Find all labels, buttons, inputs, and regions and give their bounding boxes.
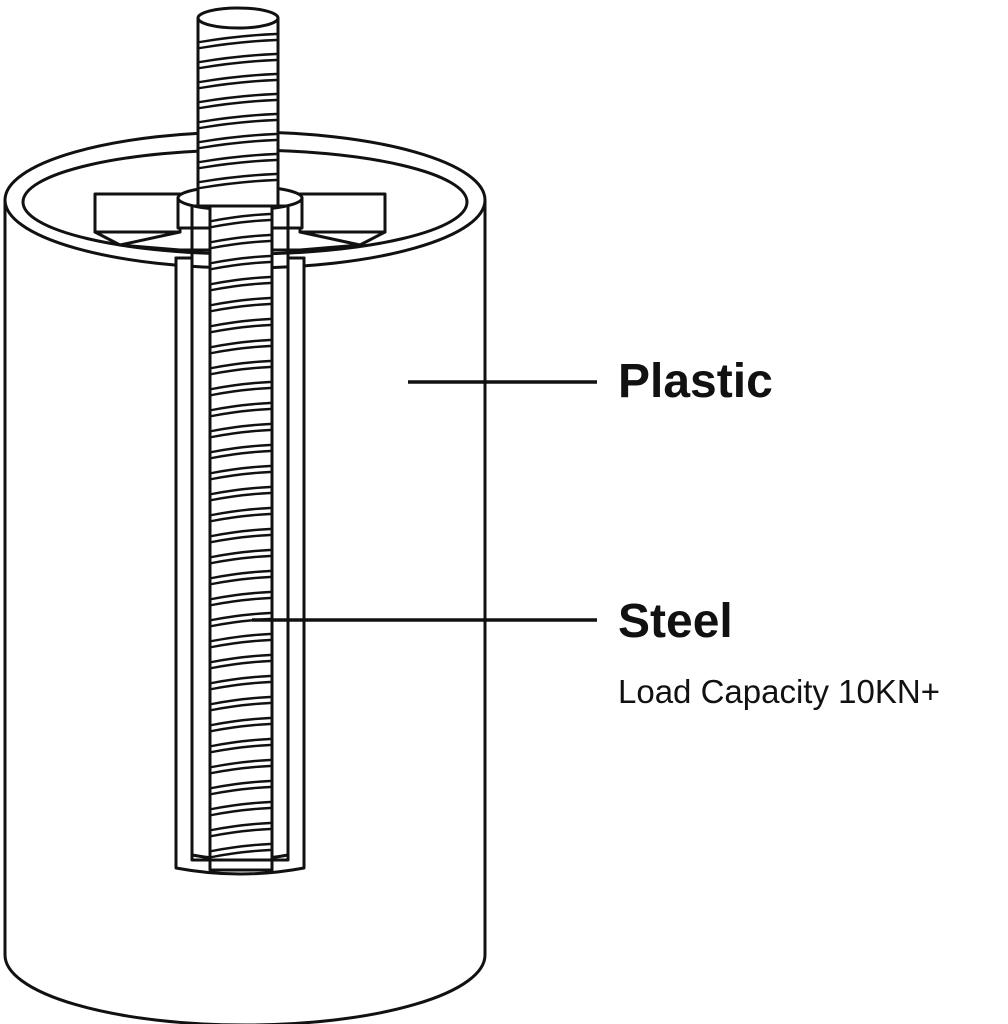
thread-line [210, 344, 272, 355]
thread-line [198, 38, 278, 50]
thread-line [210, 674, 272, 685]
thread-line [210, 281, 272, 292]
thread-line [210, 485, 272, 496]
thread-line [198, 92, 278, 104]
cylinder-outer-wall [3, 198, 487, 1024]
thread-line [210, 275, 272, 286]
thread-line [210, 785, 272, 796]
thread-line [198, 178, 278, 190]
thread-line [210, 737, 272, 748]
rib-edge-right [298, 230, 362, 247]
thread-line [210, 443, 272, 454]
thread-line [210, 611, 272, 622]
thread-line [210, 827, 272, 838]
thread-line [198, 132, 278, 144]
thread-line [210, 338, 272, 349]
thread-line [210, 743, 272, 754]
thread-line [210, 359, 272, 370]
thread-line [210, 548, 272, 559]
rod-top-end [196, 6, 280, 30]
thread-line [210, 596, 272, 607]
rib-left [93, 192, 182, 234]
thread-line [210, 659, 272, 670]
thread-line [210, 569, 272, 580]
thread-line [210, 590, 272, 601]
thread-line [198, 118, 278, 130]
thread-line [210, 722, 272, 733]
thread-line [210, 680, 272, 691]
thread-line [210, 512, 272, 523]
steel-threaded-rod [190, 6, 290, 872]
rod-sleeve-inner-wall [190, 204, 290, 862]
thread-line [210, 527, 272, 538]
thread-line [210, 695, 272, 706]
thread-line [210, 653, 272, 664]
thread-line [210, 716, 272, 727]
rod-threads-upper [198, 32, 278, 190]
internal-ribs [93, 192, 387, 252]
thread-line [210, 848, 272, 859]
thread-line [210, 386, 272, 397]
thread-line [210, 842, 272, 853]
plastic-label: Plastic [618, 355, 773, 408]
thread-line [210, 323, 272, 334]
steel-label: Steel [618, 595, 733, 648]
thread-line [210, 554, 272, 565]
thread-line [210, 632, 272, 643]
thread-line [210, 407, 272, 418]
thread-line [210, 422, 272, 433]
thread-line [210, 533, 272, 544]
thread-line [198, 72, 278, 84]
thread-line [210, 506, 272, 517]
thread-line [210, 296, 272, 307]
thread-line [210, 317, 272, 328]
thread-line [210, 428, 272, 439]
thread-line [198, 158, 278, 170]
thread-line [198, 98, 278, 110]
thread-line [198, 152, 278, 164]
thread-line [210, 779, 272, 790]
thread-line [210, 380, 272, 391]
thread-line [210, 401, 272, 412]
thread-line [210, 470, 272, 481]
load-capacity-label: Load Capacity 10KN+ [618, 673, 940, 710]
thread-line [210, 239, 272, 250]
thread-line [210, 212, 272, 223]
thread-line [210, 800, 272, 811]
thread-line [198, 112, 278, 124]
thread-line [210, 365, 272, 376]
thread-line [210, 218, 272, 229]
thread-line [210, 233, 272, 244]
thread-line [210, 638, 272, 649]
rib-right [298, 192, 387, 234]
thread-line [210, 575, 272, 586]
thread-line [210, 302, 272, 313]
thread-line [198, 58, 278, 70]
thread-line [210, 821, 272, 832]
thread-line [210, 701, 272, 712]
thread-line [198, 78, 278, 90]
thread-line [210, 806, 272, 817]
rib-edge-left [118, 230, 182, 247]
thread-line [198, 32, 278, 44]
thread-line [210, 758, 272, 769]
thread-line [198, 138, 278, 150]
thread-line [198, 52, 278, 64]
thread-line [198, 172, 278, 184]
thread-line [210, 491, 272, 502]
thread-line [210, 449, 272, 460]
thread-line [210, 260, 272, 271]
thread-line [210, 254, 272, 265]
thread-line [210, 464, 272, 475]
thread-line [210, 764, 272, 775]
